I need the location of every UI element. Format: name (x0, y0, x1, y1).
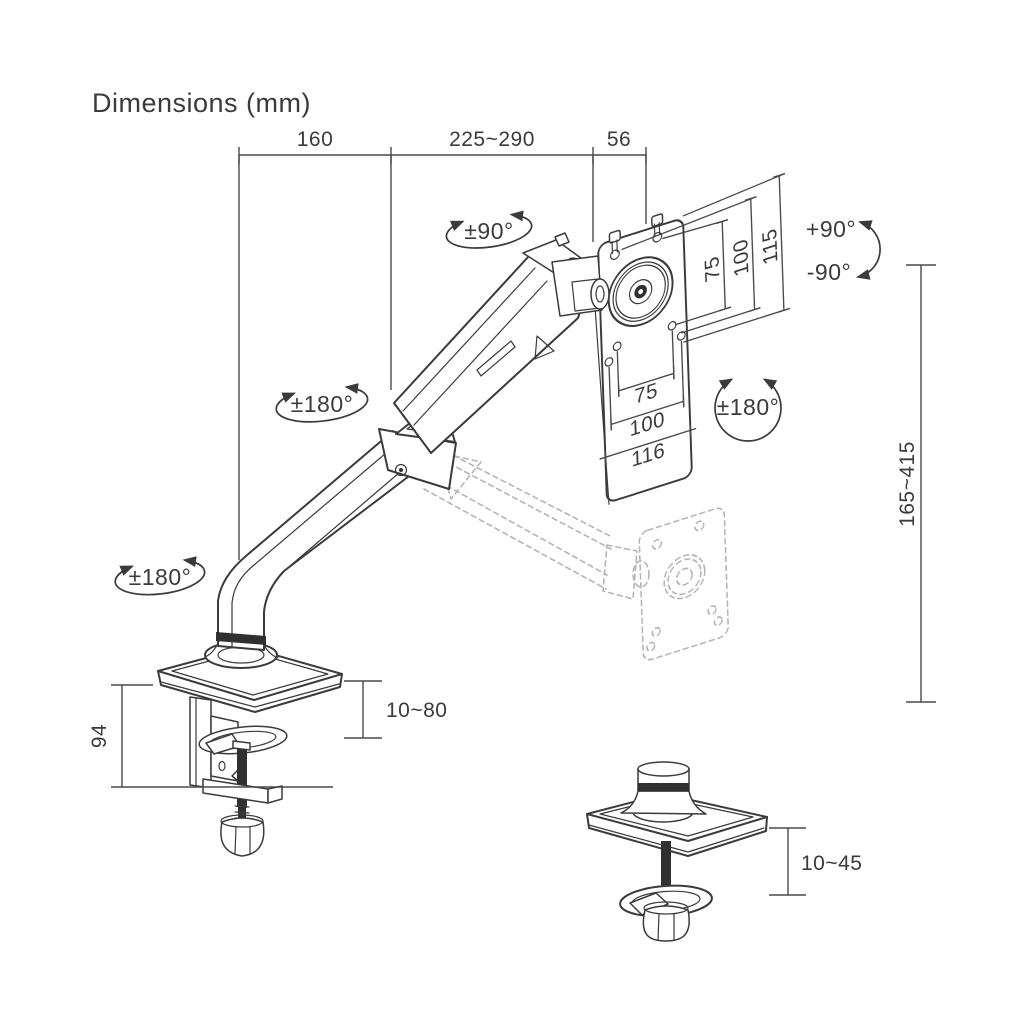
dim-vesa-v-75: 75 (701, 253, 724, 284)
dim-vesa-v-115: 115 (759, 226, 782, 268)
screw-collar (232, 740, 251, 751)
vesa-hole (604, 357, 614, 367)
ghost-vesa-plate (638, 507, 729, 661)
dim-clamp-height: 94 (88, 724, 111, 748)
clevis-box (551, 255, 603, 317)
keyhole-slot (652, 231, 663, 243)
post-ring (216, 632, 266, 645)
vesa-tab (651, 213, 664, 228)
plate-rotation-label: ±180° (717, 394, 780, 420)
grommet-dimension: 10~45 (769, 827, 862, 896)
dim-arm-reach: 225~290 (449, 128, 535, 151)
head-swivel-label: ±90° (464, 218, 513, 244)
tilt-up-label: +90° (806, 216, 856, 242)
pole-ring (638, 783, 689, 791)
dim-clamp-desk-thickness: 10~80 (386, 699, 447, 722)
keyhole-slot (610, 249, 620, 260)
vesa-plate: 75 100 115 75 100 116 (591, 172, 790, 505)
dim-vesa-v-100: 100 (730, 236, 753, 279)
lower-arm (204, 430, 422, 659)
plate-rotation-arrow (714, 378, 782, 442)
rotation-annotations: ±90° ±180° ±180° ±180° +90° -90° (114, 210, 881, 596)
center-boss (607, 256, 674, 327)
pivot-boss (590, 278, 610, 310)
vesa-hole (612, 341, 622, 352)
page-title: Dimensions (mm) (92, 88, 311, 118)
dim-head-depth: 56 (607, 128, 631, 151)
ghost-clevis (602, 544, 638, 600)
pole-flare (620, 790, 707, 815)
dim-height-range: 165~415 (896, 441, 919, 527)
top-dimension-chain: 160 225~290 56 (238, 128, 647, 560)
elbow-rotation-label: ±180° (291, 391, 354, 417)
head-clevis (551, 255, 610, 317)
elbow-rotation-arrow (275, 383, 369, 423)
height-dimension: 165~415 (896, 264, 936, 703)
vesa-tab (608, 229, 621, 244)
dim-grommet-desk-thickness: 10~45 (801, 852, 862, 875)
head-bolt (554, 232, 570, 247)
head-swivel-arrow (445, 210, 533, 249)
base-rotation-arrow (114, 556, 206, 596)
grommet-assembly (586, 761, 768, 942)
grommet-knob (642, 905, 690, 942)
clamp-assembly (189, 696, 288, 857)
clamp-knob (220, 817, 265, 857)
pole-top-cut (637, 761, 690, 777)
clamp-dimensions: 94 10~80 (88, 680, 447, 788)
dim-base-reach: 160 (297, 128, 334, 151)
vesa-vertical-dims: 75 100 115 (621, 172, 790, 343)
vesa-hole (676, 331, 686, 341)
tilt-down-label: -90° (807, 259, 851, 285)
tilt-arrow (856, 220, 881, 280)
vesa-plate-face (597, 219, 693, 502)
base-rotation-label: ±180° (129, 564, 192, 590)
